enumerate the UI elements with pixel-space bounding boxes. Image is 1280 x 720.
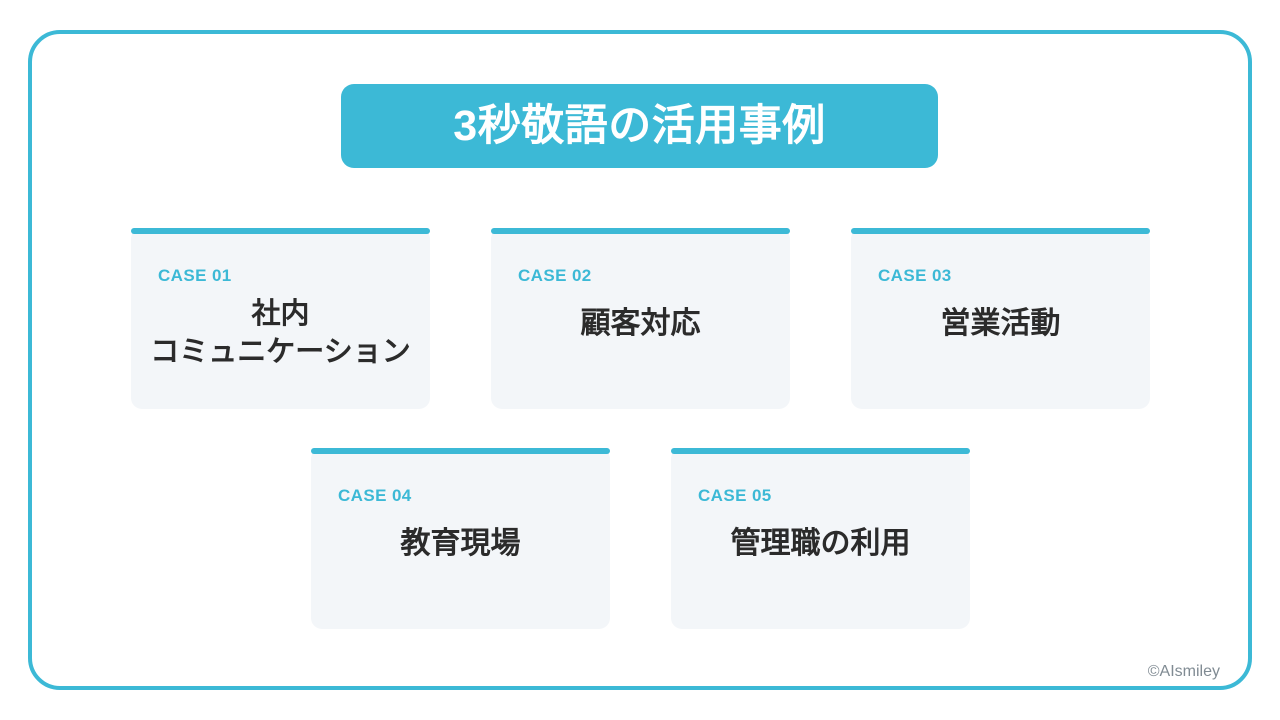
card-accent-bar bbox=[311, 448, 610, 454]
card-accent-bar bbox=[131, 228, 430, 234]
case-title: 顧客対応 bbox=[580, 307, 701, 340]
case-title: 社内 コミュニケーション bbox=[150, 298, 411, 368]
case-card-03[interactable]: CASE 03 営業活動 bbox=[851, 228, 1150, 409]
case-card-02[interactable]: CASE 02 顧客対応 bbox=[491, 228, 790, 409]
case-card-05[interactable]: CASE 05 管理職の利用 bbox=[671, 448, 970, 629]
case-card-01[interactable]: CASE 01 社内 コミュニケーション bbox=[131, 228, 430, 409]
case-row-top: CASE 01 社内 コミュニケーション CASE 02 顧客対応 CASE 0… bbox=[131, 228, 1150, 409]
case-row-bottom: CASE 04 教育現場 CASE 05 管理職の利用 bbox=[311, 448, 970, 629]
page-title: 3秒敬語の活用事例 bbox=[453, 101, 826, 150]
slide-title-banner: 3秒敬語の活用事例 bbox=[341, 84, 938, 168]
case-title: 営業活動 bbox=[940, 307, 1061, 340]
case-number-label: CASE 03 bbox=[878, 266, 952, 285]
case-number-label: CASE 05 bbox=[698, 486, 772, 505]
card-accent-bar bbox=[851, 228, 1150, 234]
case-title: 教育現場 bbox=[400, 527, 521, 560]
card-accent-bar bbox=[491, 228, 790, 234]
case-number-label: CASE 02 bbox=[518, 266, 592, 285]
case-number-label: CASE 01 bbox=[158, 266, 232, 285]
case-title: 管理職の利用 bbox=[730, 527, 911, 560]
case-number-label: CASE 04 bbox=[338, 486, 412, 505]
card-accent-bar bbox=[671, 448, 970, 454]
case-card-04[interactable]: CASE 04 教育現場 bbox=[311, 448, 610, 629]
copyright-credit: ©AIsmiley bbox=[1147, 663, 1220, 680]
